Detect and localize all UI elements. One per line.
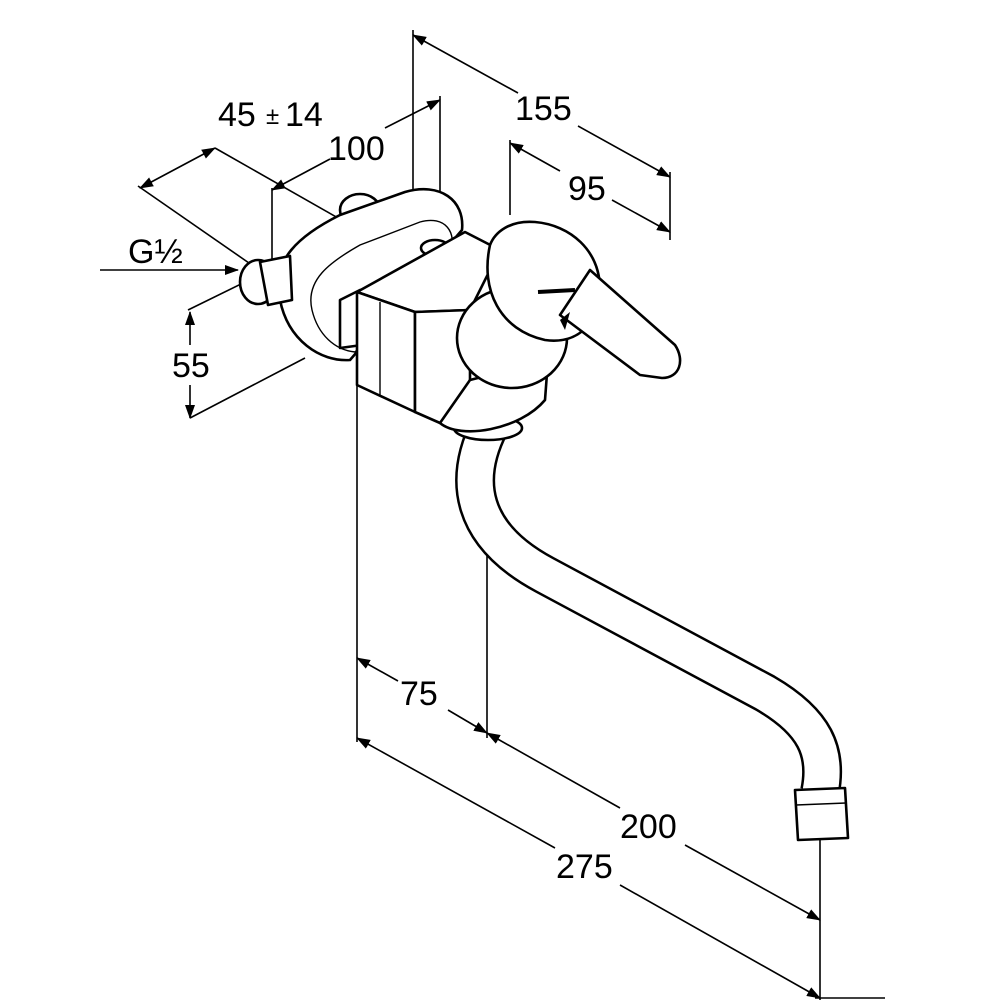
label-spout-base: 75 xyxy=(400,675,438,713)
label-tolerance: 14 xyxy=(285,96,323,134)
wall-plate xyxy=(276,187,464,362)
dimension-labels: 45 ± 14 100 155 95 G½ 55 75 200 275 xyxy=(128,90,677,886)
label-lever-depth: 95 xyxy=(568,170,606,208)
label-spout-reach: 200 xyxy=(620,808,677,846)
label-tolerance-sign: ± xyxy=(266,103,279,130)
extension-lines xyxy=(137,30,885,1000)
label-overall-depth: 155 xyxy=(515,90,572,128)
body-front xyxy=(355,290,417,414)
aerator-nozzle xyxy=(793,786,850,842)
label-total-reach: 275 xyxy=(556,848,613,886)
lever-handle xyxy=(558,268,682,380)
spout xyxy=(452,414,850,842)
label-thread: G½ xyxy=(128,233,183,271)
label-centre-distance: 100 xyxy=(328,130,385,168)
label-height: 55 xyxy=(172,347,210,385)
label-offset: 45 xyxy=(218,96,256,134)
dimension-lines xyxy=(100,34,821,999)
mixer-body xyxy=(238,187,682,433)
